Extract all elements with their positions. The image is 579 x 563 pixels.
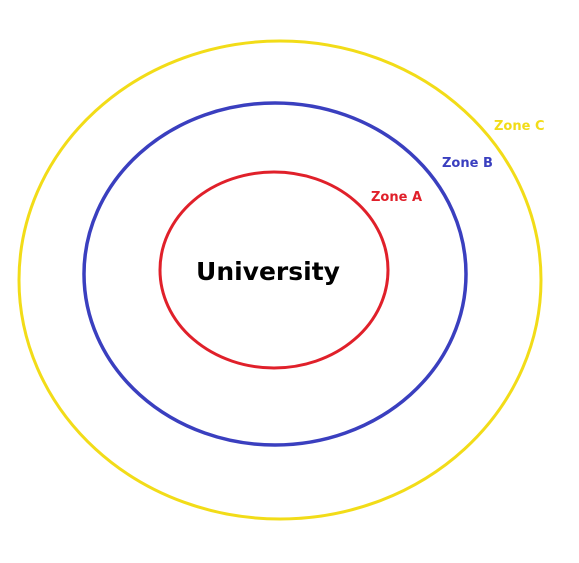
zone-b-ring xyxy=(82,101,468,447)
university-label: University xyxy=(196,257,340,286)
zone-a-label: Zone A xyxy=(371,190,422,205)
zone-c-label: Zone C xyxy=(494,119,545,134)
zone-c-ring xyxy=(17,39,543,521)
zone-b-label: Zone B xyxy=(442,156,493,171)
zone-a-ring xyxy=(158,170,390,370)
